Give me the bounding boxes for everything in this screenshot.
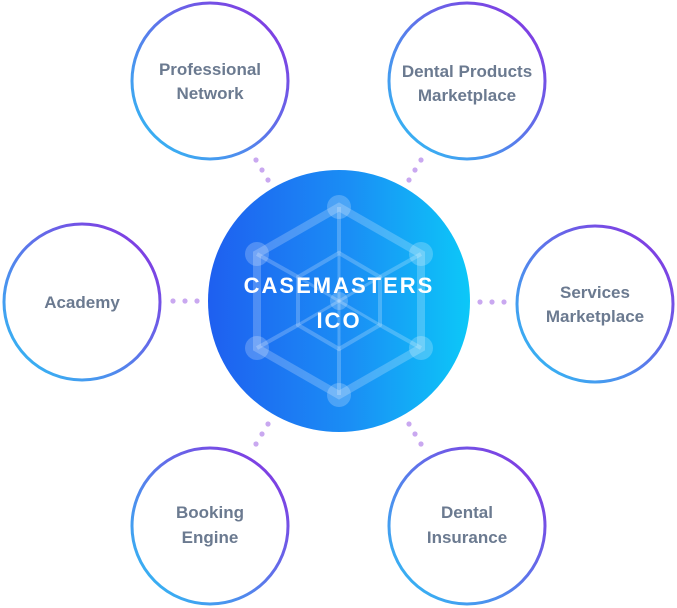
hub: CASEMASTERS ICO [208, 170, 470, 432]
node-label-line-2: Engine [182, 528, 239, 547]
connector-dots [170, 157, 507, 447]
connector-dental-insurance [406, 421, 424, 447]
hub-title-line-1: CASEMASTERS [244, 273, 435, 298]
node-label-line-1: Dental Products [402, 62, 532, 81]
node-services-marketplace: Services Marketplace [515, 224, 675, 384]
node-label-line-1: Professional [159, 60, 261, 79]
node-dental-products-marketplace: Dental Products Marketplace [387, 1, 547, 161]
node-label-line-1: Services [560, 283, 630, 302]
hub-circle [208, 170, 470, 432]
node-label-line-1: Dental [441, 503, 493, 522]
node-ring [515, 224, 675, 384]
node-label-line-2: Marketplace [546, 307, 644, 326]
node-label-line-1: Academy [44, 293, 120, 312]
connector-dental-products-marketplace [406, 157, 424, 183]
node-label-line-2: Insurance [427, 528, 507, 547]
node-ring [130, 1, 290, 161]
hub-title-line-2: ICO [316, 308, 361, 333]
connector-booking-engine [253, 421, 271, 447]
node-academy: Academy [2, 222, 162, 382]
network-graph-nodes [245, 195, 433, 407]
connector-services-marketplace [477, 299, 507, 305]
node-professional-network: Professional Network [130, 1, 290, 161]
node-dental-insurance: Dental Insurance [387, 446, 547, 606]
node-ring [387, 1, 547, 161]
node-label-line-1: Booking [176, 503, 244, 522]
node-ring [2, 222, 162, 382]
node-label-line-2: Network [176, 84, 244, 103]
node-label-line-2: Marketplace [418, 86, 516, 105]
network-graph-icon [253, 202, 425, 400]
connector-academy [170, 298, 200, 304]
node-ring [387, 446, 547, 606]
connector-professional-network [253, 157, 271, 183]
node-ring [130, 446, 290, 606]
node-booking-engine: Booking Engine [130, 446, 290, 606]
